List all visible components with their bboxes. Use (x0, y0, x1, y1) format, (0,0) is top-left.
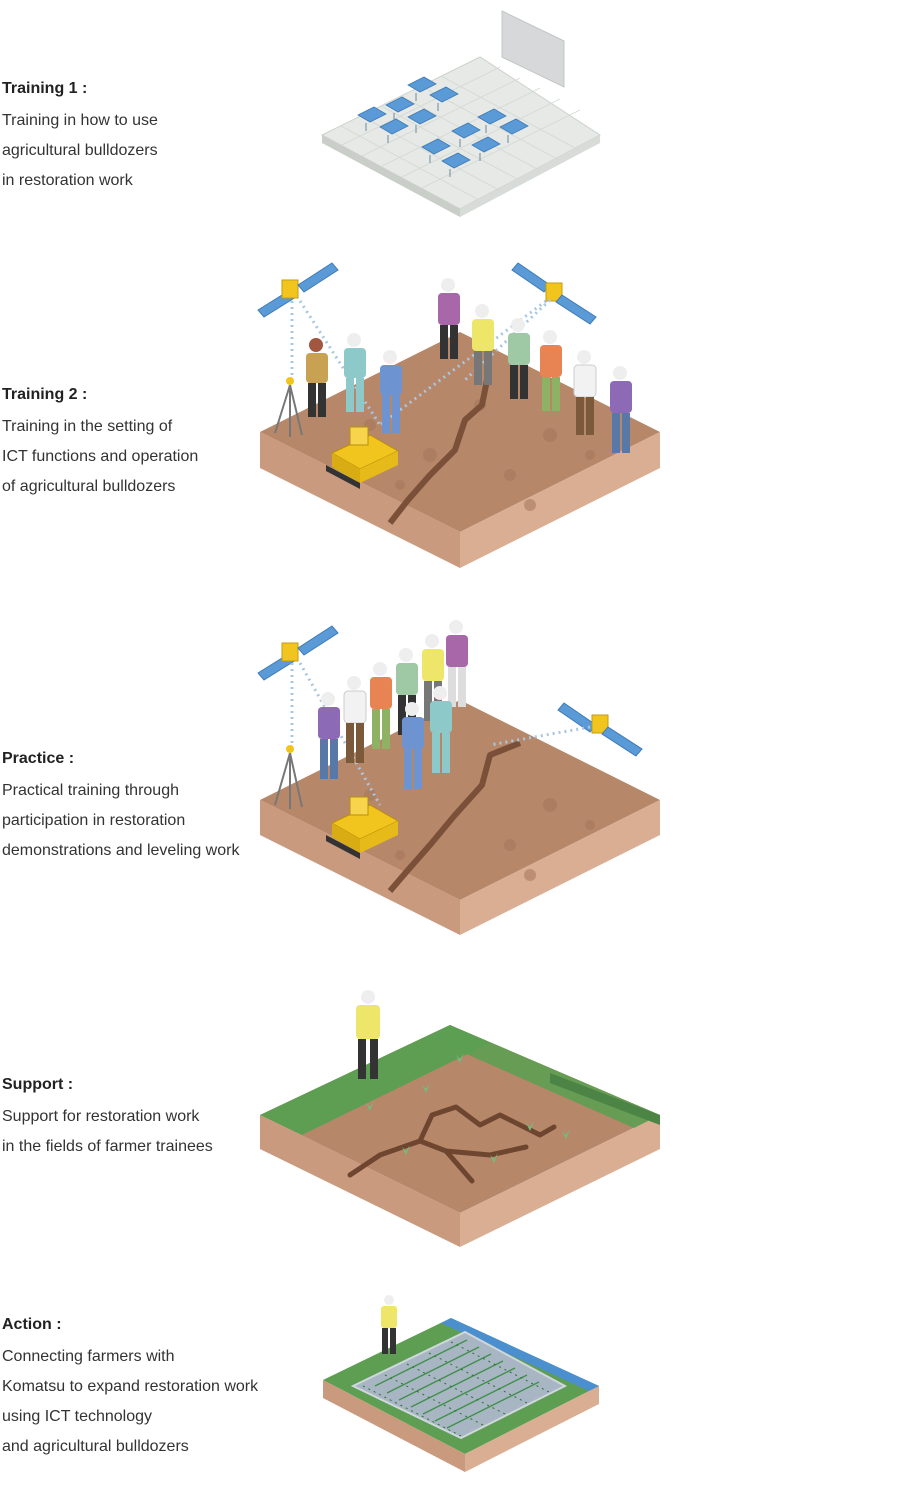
stage-support: Support : Support for restoration work i… (0, 980, 916, 1250)
stage-title: Support : (2, 1076, 74, 1093)
stage-line: Connecting farmers with (2, 1348, 175, 1365)
person-icon (306, 338, 328, 417)
person-icon (508, 318, 530, 399)
stage-text: Training 1 : Training in how to use agri… (2, 78, 302, 196)
person-icon (381, 1295, 397, 1354)
stage-title: Training 2 : (2, 386, 88, 403)
person-icon (380, 350, 402, 433)
person-icon (430, 686, 452, 773)
stage-text: Action : Connecting farmers with Komatsu… (2, 1314, 302, 1462)
stage-line: and agricultural bulldozers (2, 1438, 189, 1455)
person-icon (610, 366, 632, 453)
stage-action: Action : Connecting farmers with Komatsu… (0, 1290, 916, 1500)
stage-title: Practice : (2, 750, 75, 767)
satellite-icon (257, 262, 339, 318)
stage-practice: Practice : Practical training through pa… (0, 610, 916, 940)
stage-line: Practical training through (2, 782, 179, 799)
person-icon (318, 692, 340, 779)
classroom-icon (320, 10, 601, 217)
satellite-icon (511, 262, 597, 325)
stage-line: Training in how to use (2, 112, 158, 129)
stage-training-1: Training 1 : Training in how to use agri… (0, 0, 916, 230)
stage-line: of agricultural bulldozers (2, 478, 176, 495)
bulldozer-icon (326, 796, 400, 859)
person-icon (343, 676, 367, 763)
stage-line: Support for restoration work (2, 1108, 200, 1125)
person-icon (344, 333, 366, 412)
stage-text: Support : Support for restoration work i… (2, 1074, 302, 1162)
satellite-icon (257, 625, 339, 681)
stage-text: Training 2 : Training in the setting of … (2, 384, 302, 502)
rice-paddy-icon (323, 1295, 599, 1472)
stage-training-2: Training 2 : Training in the setting of … (0, 240, 916, 580)
stage-title: Training 1 : (2, 80, 88, 97)
person-icon (370, 662, 392, 749)
stage-line: Training in the setting of (2, 418, 173, 435)
person-icon (472, 304, 494, 385)
stage-line: agricultural bulldozers (2, 142, 158, 159)
stage-line: in the fields of farmer trainees (2, 1138, 213, 1155)
stage-line: participation in restoration (2, 812, 186, 829)
stage-title: Action : (2, 1316, 62, 1333)
stage-line: demonstrations and leveling work (2, 842, 240, 859)
person-icon (438, 278, 460, 359)
stage-line: using ICT technology (2, 1408, 153, 1425)
cracked-field-icon (260, 990, 660, 1247)
stage-text: Practice : Practical training through pa… (2, 748, 302, 866)
person-icon (540, 330, 562, 411)
stage-line: ICT functions and operation (2, 448, 199, 465)
person-icon (402, 702, 424, 789)
stage-line: in restoration work (2, 172, 133, 189)
person-icon (356, 990, 380, 1079)
person-icon (573, 350, 597, 435)
field-training-icon (257, 262, 660, 568)
stage-line: Komatsu to expand restoration work (2, 1378, 259, 1395)
person-icon (446, 620, 468, 707)
satellite-icon (557, 702, 643, 757)
bulldozer-icon (326, 426, 400, 489)
field-practice-icon (257, 620, 660, 935)
